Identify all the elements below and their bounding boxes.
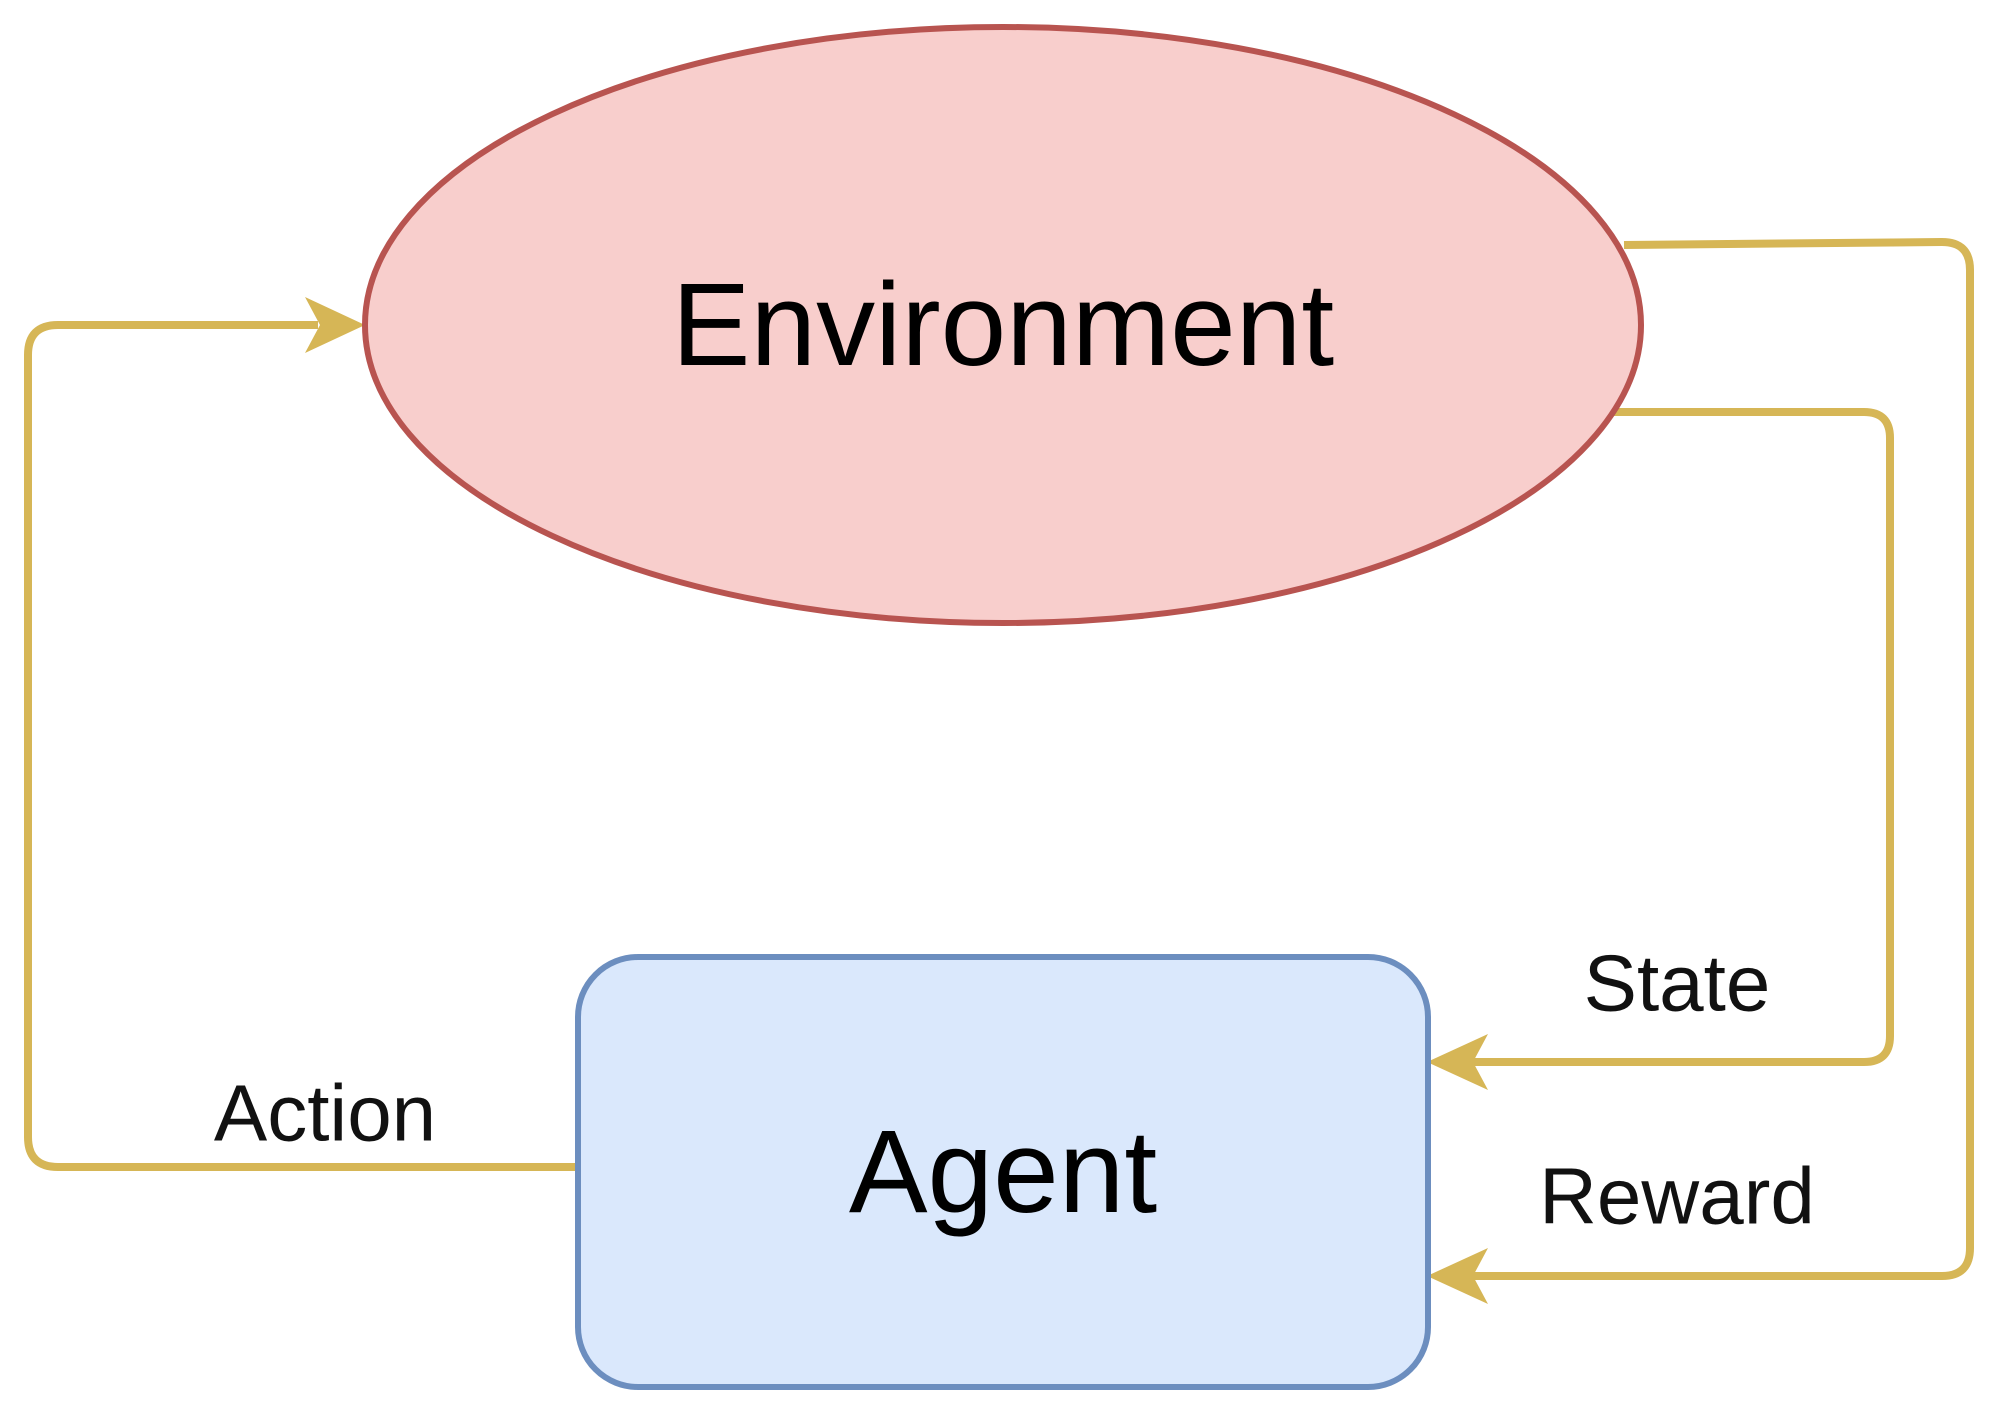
environment-node [362,24,1644,626]
state-arrowhead [1427,1034,1488,1090]
reward-arrow-line [1450,238,1974,1280]
action-label: Action [214,1069,436,1158]
reward-arrowhead [1427,1248,1488,1304]
state-label: State [1584,939,1771,1028]
environment-label: Environment [672,259,1334,391]
state-arrow-line [1450,408,1894,1066]
agent-node [575,954,1431,1390]
action-arrowhead [305,297,365,353]
agent-label: Agent [849,1106,1157,1238]
action-arrow-line [24,321,578,1171]
reward-label: Reward [1539,1152,1815,1241]
